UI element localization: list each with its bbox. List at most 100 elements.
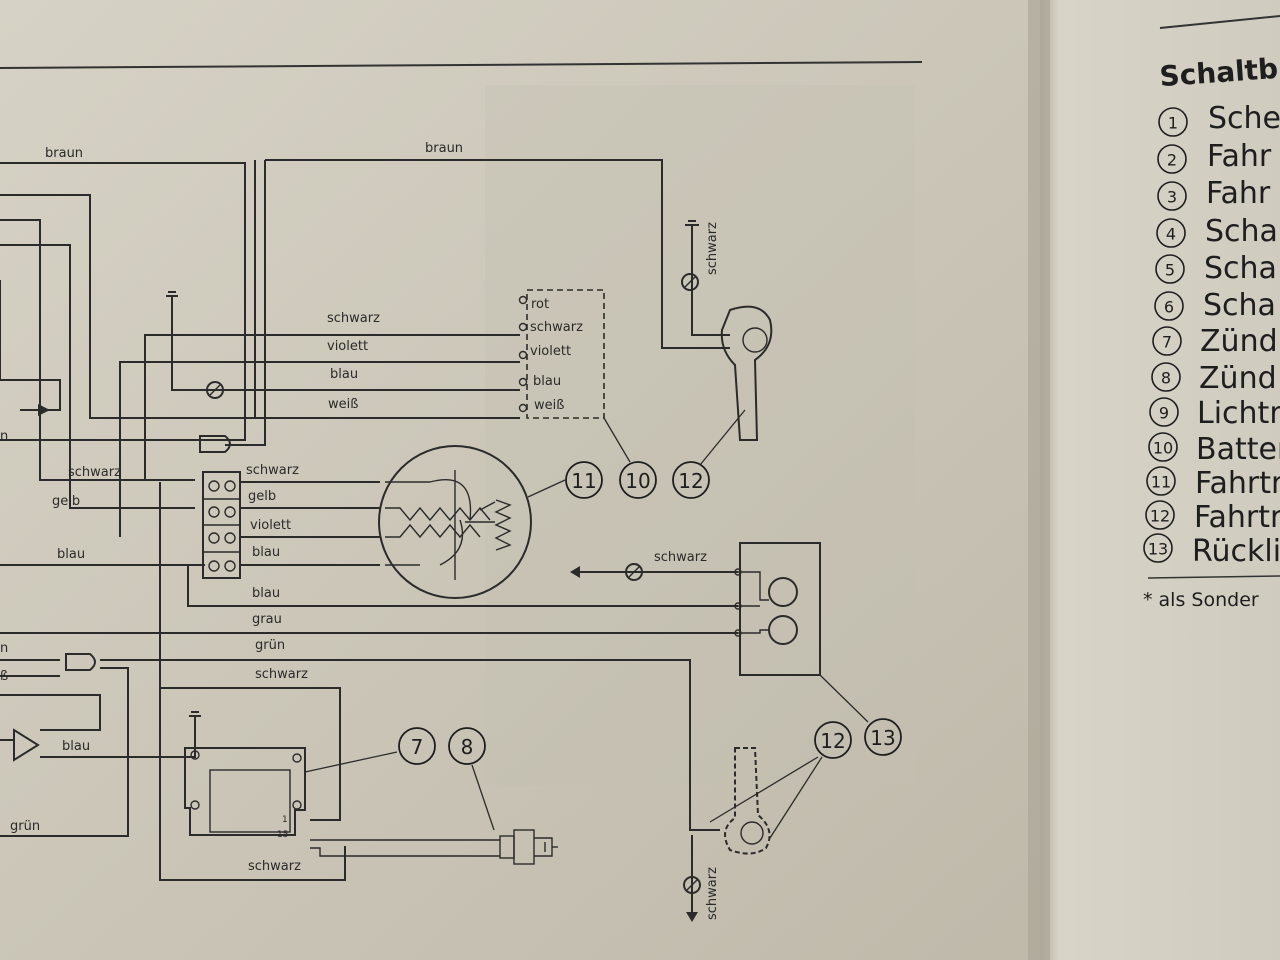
label-blau-bottom-left: blau: [62, 739, 90, 754]
legend-text-2: Fahr: [1207, 139, 1272, 174]
page-gutter: [1028, 0, 1050, 960]
legend-text-5: Scha: [1204, 251, 1277, 286]
wire-violett-box: [119, 361, 520, 537]
legend-footnote: * als Sonder: [1143, 589, 1259, 611]
legend-item-5: 5 Scha: [1155, 251, 1277, 286]
legend-rule: [1147, 575, 1280, 579]
legend-text-3: Fahr: [1206, 176, 1271, 211]
wire-coil-plug-2: [310, 847, 500, 857]
coil-terminal-1: 1: [282, 815, 288, 825]
wire-labels: braun braun schwarz schwarz violett blau…: [0, 141, 720, 920]
legend-text-4: Scha: [1205, 214, 1278, 249]
legend-num-4: 4: [1166, 225, 1176, 244]
coil-terminal-15: 15: [277, 830, 288, 840]
right-top-rule: [1159, 15, 1280, 29]
wire-braun-drop: [225, 160, 266, 446]
wire-blau-box: [171, 300, 520, 391]
legend-num-5: 5: [1165, 261, 1175, 280]
label-blau-term: blau: [252, 545, 280, 560]
legend-text-11: Fahrtr: [1195, 466, 1280, 501]
legend-num-2: 2: [1167, 151, 1177, 170]
callout-9-label: 11: [571, 469, 596, 493]
ground-arrow-bottom: [686, 912, 698, 922]
spark-plug: [499, 829, 558, 865]
legend-item-13: 13 Rückli: [1143, 533, 1280, 569]
wire-gruen-left-loop: [0, 667, 129, 837]
legend-item-6: 6 Scha: [1154, 288, 1276, 323]
legend-num-13: 13: [1148, 540, 1168, 559]
show-through-block: [485, 85, 915, 785]
label-gruen-bottom-left: grün: [10, 819, 40, 834]
legend-num-12: 12: [1150, 507, 1170, 526]
wires: [0, 159, 738, 912]
legend-text-10: Batter: [1196, 432, 1280, 467]
label-braun-top: braun: [425, 141, 463, 156]
legend-text-7: Zünd: [1200, 324, 1278, 359]
legend-item-7: 7 Zünd: [1152, 324, 1278, 359]
legend-num-7: 7: [1162, 333, 1172, 352]
legend-num-9: 9: [1159, 404, 1169, 423]
arrow-left-edge: [38, 404, 50, 416]
ground-symbol-top: [685, 220, 699, 232]
legend-item-4: 4 Scha: [1156, 214, 1278, 249]
label-blau-left: blau: [57, 547, 85, 562]
pin-weiss: weiß: [534, 398, 564, 413]
wire-schwarz-box: [144, 334, 520, 480]
callout-13: 13: [864, 718, 902, 756]
headlight-switch: [378, 445, 532, 599]
legend-num-1: 1: [1168, 114, 1178, 133]
label-weiss-box: weiß: [328, 397, 358, 412]
legend-text-9: Lichtr: [1197, 396, 1280, 431]
callout-11: 12: [672, 461, 710, 499]
legend-text-13: Rückli: [1192, 534, 1280, 569]
callout-13-label: 13: [870, 726, 895, 750]
wire-left-bottom-loop: [0, 694, 101, 731]
wire-braun-top: [265, 159, 730, 349]
label-violett-box: violett: [327, 339, 368, 354]
callout-7-label: 7: [411, 735, 424, 759]
diode-left-bottom: [13, 728, 40, 762]
top-rule: [0, 61, 923, 69]
legend-item-12: 12 Fahrtr: [1145, 500, 1280, 535]
callout-8-label: 8: [461, 735, 474, 759]
wire-gelb-left: [0, 244, 195, 509]
wire-schwarz-left: [0, 219, 195, 481]
terminal-block: [202, 471, 241, 579]
label-grau: grau: [252, 612, 282, 627]
legend-item-3: 3 Fahr: [1157, 176, 1271, 211]
legend-item-1: 1 Sche: [1158, 101, 1280, 137]
label-schwarz-lamp: schwarz: [654, 550, 707, 565]
callout-12: 12: [814, 721, 852, 759]
label-schwarz-ground-top: schwarz: [705, 222, 720, 275]
label-schwarz-left: schwarz: [68, 465, 121, 480]
legend-item-2: 2 Fahr: [1157, 139, 1272, 174]
legend-num-11: 11: [1151, 473, 1171, 492]
label-blau-lower: blau: [252, 586, 280, 601]
callout-7: 7: [398, 727, 436, 765]
turn-signal-upper: [720, 305, 773, 441]
wire-blau-lower: [187, 565, 738, 607]
callout-9: 11: [565, 461, 603, 499]
label-violett-term: violett: [250, 518, 291, 533]
legend-num-6: 6: [1164, 298, 1174, 317]
legend-items: 1 Sche 2 Fahr 3 Fahr 4 Scha 5 Scha 6 Sch…: [1143, 101, 1280, 611]
connector-ground-bottom: [683, 876, 701, 894]
label-schwarz-term: schwarz: [246, 463, 299, 478]
legend-item-8: 8 Zünd: [1151, 361, 1277, 396]
label-left-edge-ss: ß: [0, 669, 8, 684]
callout-11-label: 12: [678, 469, 703, 493]
label-schwarz-box: schwarz: [327, 311, 380, 326]
pin-violett: violett: [530, 344, 571, 359]
legend-item-9: 9 Lichtr: [1149, 396, 1280, 431]
label-schwarz-coil: schwarz: [248, 859, 301, 874]
label-left-edge-n2: n: [0, 641, 8, 656]
ground-symbol-left: [166, 291, 178, 300]
battery-box: [518, 289, 605, 419]
pin-rot: rot: [531, 297, 549, 312]
label-left-edge-n1: n: [0, 429, 8, 444]
callout-8: 8: [448, 727, 486, 765]
wire-schwarz-coil: [159, 688, 346, 881]
connector-blau: [206, 381, 224, 399]
callout-10-label: 10: [625, 469, 650, 493]
